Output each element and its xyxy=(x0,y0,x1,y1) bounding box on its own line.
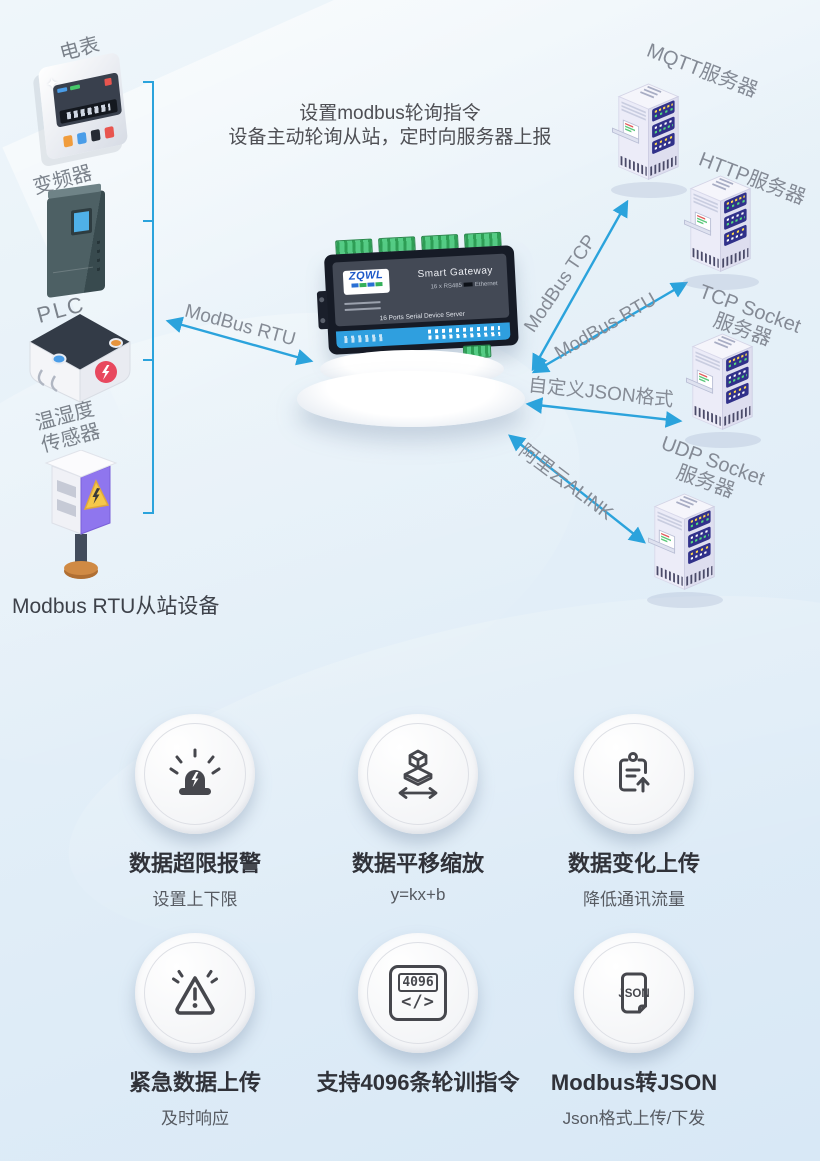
alarm-siren-icon xyxy=(135,714,255,834)
gateway-tagline: 16 Ports Serial Device Server xyxy=(379,310,465,323)
feature-subtitle: 降低通讯流量 xyxy=(583,890,685,909)
feature-overlimit-alarm: 数据超限报警 设置上下限 xyxy=(55,714,335,910)
heading-line1: 设置modbus轮询指令 xyxy=(299,103,481,124)
feature-4096-commands: 4096 </> 支持4096条轮训指令 xyxy=(278,933,558,1104)
zqwl-logo: ZQWL xyxy=(342,268,390,296)
server-tower-http xyxy=(685,176,751,271)
gateway-ethernet-label: Ethernet xyxy=(474,280,498,289)
link-label-custom-json: 自定义JSON格式 xyxy=(527,374,675,412)
server-tower-tcp xyxy=(687,334,753,429)
label-temp-humidity-sensor: 温湿度 传感器 xyxy=(33,398,103,458)
feature-title: 支持4096条轮训指令 xyxy=(316,1070,520,1095)
server-label-udp-socket: UDP Socket 服务器 xyxy=(650,432,768,511)
meter-display xyxy=(59,98,118,124)
poll-commands-icon: 4096 </> xyxy=(358,933,478,1053)
inverter-screen xyxy=(71,207,92,236)
server-label-http-line1: HTTP服务器 xyxy=(695,148,809,210)
plc-illustration xyxy=(29,314,131,403)
icon-text-4096: 4096 xyxy=(398,973,438,992)
feature-title: 数据变化上传 xyxy=(567,851,700,876)
inverter-illustration xyxy=(47,189,105,299)
feature-subtitle: 及时响应 xyxy=(161,1109,229,1128)
link-label-aliyun-alink: 阿里云ALINK xyxy=(514,440,617,525)
server-label-http: HTTP服务器 xyxy=(696,148,809,209)
feature-title: 数据超限报警 xyxy=(128,851,261,876)
icon-text-code: </> xyxy=(401,992,435,1012)
link-label-modbus-rtu-right: ModBus RTU xyxy=(551,289,661,365)
gateway-ports-label: 16 x RS485 xyxy=(430,282,463,291)
feature-subtitle: y=kx+b xyxy=(390,885,446,904)
server-label-mqtt: MQTT服务器 xyxy=(644,40,761,103)
feature-pan-zoom: 数据平移缩放 y=kx+b xyxy=(278,714,558,905)
gateway-spec: 16 x RS485 Ethernet xyxy=(431,281,498,291)
gateway-illustration: ZQWL Smart Gateway 16 x RS485 Ethernet 16… xyxy=(316,231,519,359)
temp-humidity-sensor-illustration xyxy=(44,450,118,579)
feature-change-upload: 数据变化上传 降低通讯流量 xyxy=(494,714,774,910)
feature-subtitle: 设置上下限 xyxy=(152,890,238,909)
brand-text: ZQWL xyxy=(348,268,384,283)
heading: 设置modbus轮询指令 设备主动轮询从站，定时向服务器上报 xyxy=(170,102,610,150)
pedestal-base xyxy=(297,371,525,427)
slave-devices-caption: Modbus RTU从站设备 xyxy=(12,595,220,618)
link-label-modbus-tcp: ModBus TCP xyxy=(520,231,601,337)
gateway-name: Smart Gateway xyxy=(417,265,494,281)
feature-modbus-to-json: JSON Modbus转JSON Json格式上传/下发 xyxy=(494,933,774,1129)
mounting-tab xyxy=(316,290,329,330)
feature-title: Modbus转JSON xyxy=(550,1070,718,1095)
heading-line2: 设备主动轮询从站，定时向服务器上报 xyxy=(228,127,552,148)
server-tower-udp xyxy=(649,494,715,589)
bracket-line xyxy=(143,81,154,514)
warning-triangle-icon xyxy=(135,933,255,1053)
server-label-tcp-socket: TCP Socket 服务器 xyxy=(688,281,803,359)
link-label-modbus-rtu-left: ModBus RTU xyxy=(182,300,298,351)
clipboard-upload-icon xyxy=(574,714,694,834)
feature-title: 数据平移缩放 xyxy=(351,851,484,876)
feature-subtitle: Json格式上传/下发 xyxy=(562,1109,706,1128)
electric-meter-illustration: ✦ xyxy=(37,51,129,161)
server-tower-mqtt xyxy=(613,84,679,179)
server-label-mqtt-line1: MQTT服务器 xyxy=(643,39,761,102)
json-file-icon: JSON xyxy=(574,933,694,1053)
feature-title: 紧急数据上传 xyxy=(128,1070,261,1095)
pan-zoom-icon xyxy=(358,714,478,834)
feature-emergency-upload: 紧急数据上传 及时响应 xyxy=(55,933,335,1129)
icon-text-json: JSON xyxy=(618,988,649,1000)
